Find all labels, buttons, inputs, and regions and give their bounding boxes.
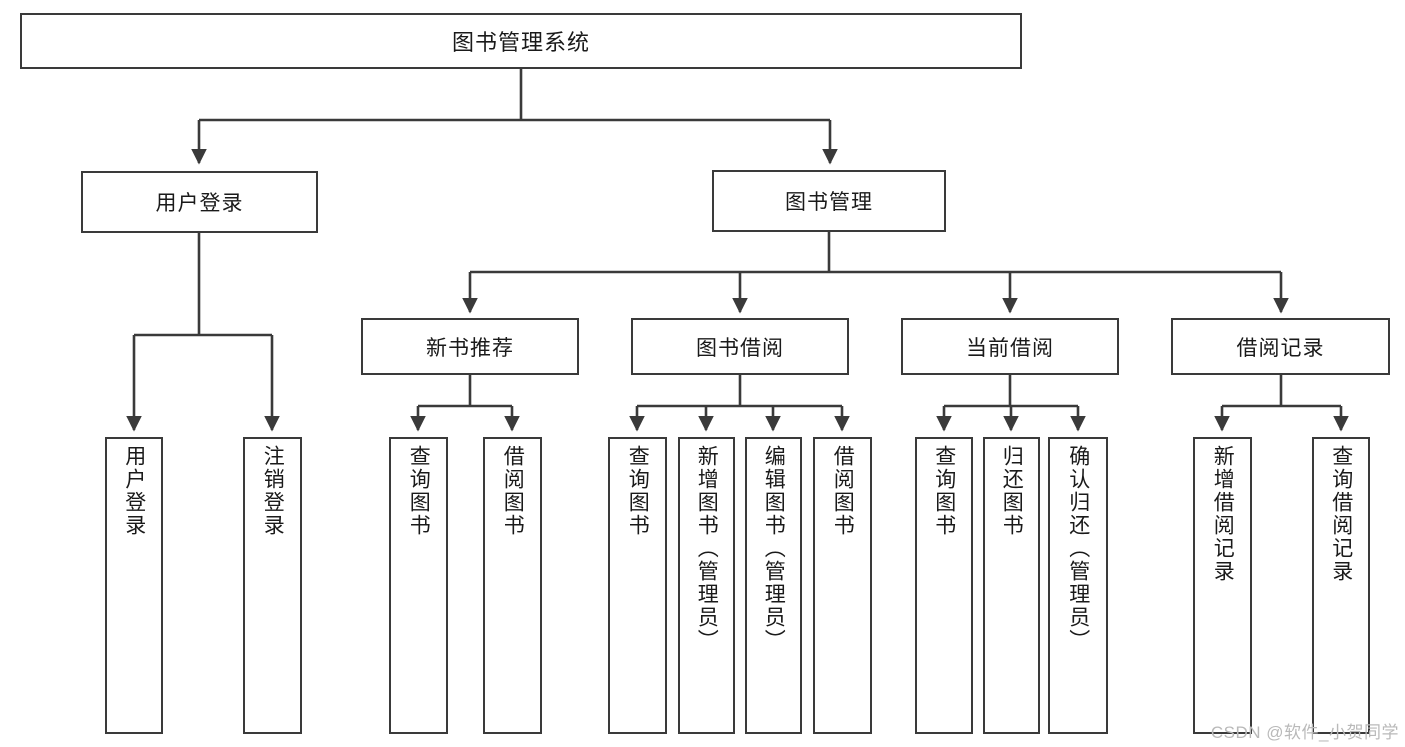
node-new-book-rec[interactable]: 新书推荐 bbox=[361, 318, 579, 375]
leaf-borrow-book-2-label: 借阅图书 bbox=[831, 445, 855, 537]
node-book-mgmt-label: 图书管理 bbox=[785, 191, 873, 214]
node-new-book-rec-label: 新书推荐 bbox=[426, 336, 514, 360]
leaf-edit-book-label: 编辑图书（管理员） bbox=[762, 445, 786, 652]
leaf-query-book-1[interactable]: 查询图书 bbox=[389, 437, 448, 734]
leaf-query-book-2[interactable]: 查询图书 bbox=[608, 437, 667, 734]
leaf-add-book-label: 新增图书（管理员） bbox=[695, 445, 719, 652]
node-book-borrow[interactable]: 图书借阅 bbox=[631, 318, 849, 375]
leaf-add-record[interactable]: 新增借阅记录 bbox=[1193, 437, 1252, 734]
csdn-watermark: CSDN @软件_小贺同学 bbox=[1210, 723, 1399, 742]
leaf-query-book-2-label: 查询图书 bbox=[626, 445, 650, 537]
leaf-return-book[interactable]: 归还图书 bbox=[983, 437, 1040, 734]
leaf-query-record[interactable]: 查询借阅记录 bbox=[1312, 437, 1370, 734]
leaf-query-book-3[interactable]: 查询图书 bbox=[915, 437, 973, 734]
leaf-logout-label: 注销登录 bbox=[261, 445, 285, 537]
node-borrow-record[interactable]: 借阅记录 bbox=[1171, 318, 1390, 375]
leaf-borrow-book-1-label: 借阅图书 bbox=[501, 445, 525, 537]
leaf-edit-book[interactable]: 编辑图书（管理员） bbox=[745, 437, 802, 734]
leaf-borrow-book-1[interactable]: 借阅图书 bbox=[483, 437, 542, 734]
node-borrow-record-label: 借阅记录 bbox=[1236, 336, 1325, 360]
leaf-query-book-1-label: 查询图书 bbox=[407, 445, 431, 537]
node-book-mgmt[interactable]: 图书管理 bbox=[712, 170, 946, 232]
leaf-borrow-book-2[interactable]: 借阅图书 bbox=[813, 437, 872, 734]
leaf-add-book[interactable]: 新增图书（管理员） bbox=[678, 437, 735, 734]
leaf-query-book-3-label: 查询图书 bbox=[932, 445, 956, 537]
leaf-add-record-label: 新增借阅记录 bbox=[1211, 445, 1235, 583]
leaf-confirm-return-label: 确认归还（管理员） bbox=[1066, 445, 1090, 652]
leaf-user-login-label: 用户登录 bbox=[122, 445, 146, 537]
leaf-logout[interactable]: 注销登录 bbox=[243, 437, 302, 734]
leaf-user-login[interactable]: 用户登录 bbox=[105, 437, 163, 734]
node-user-login[interactable]: 用户登录 bbox=[81, 171, 318, 233]
node-root-label: 图书管理系统 bbox=[451, 30, 590, 55]
node-book-borrow-label: 图书借阅 bbox=[696, 336, 784, 360]
node-current-borrow-label: 当前借阅 bbox=[966, 336, 1054, 360]
node-current-borrow[interactable]: 当前借阅 bbox=[901, 318, 1119, 375]
leaf-query-record-label: 查询借阅记录 bbox=[1329, 445, 1353, 583]
leaf-return-book-label: 归还图书 bbox=[1000, 445, 1024, 537]
leaf-confirm-return[interactable]: 确认归还（管理员） bbox=[1048, 437, 1108, 734]
node-user-login-label: 用户登录 bbox=[155, 192, 244, 215]
node-root[interactable]: 图书管理系统 bbox=[20, 13, 1022, 69]
